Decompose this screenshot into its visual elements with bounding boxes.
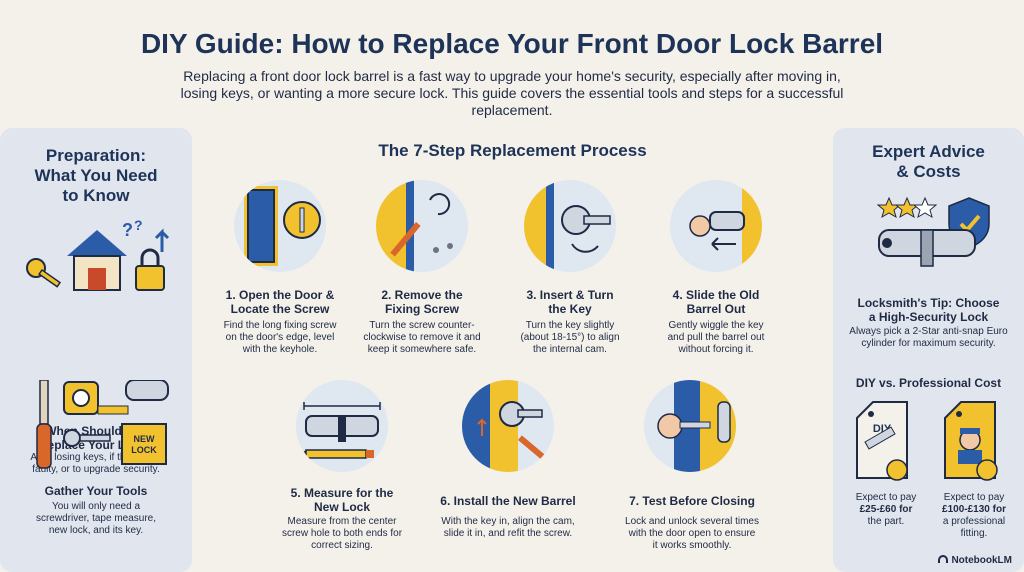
tools-icon: NEW LOCK: [36, 380, 169, 469]
expert-heading: Expert Advice & Costs: [872, 142, 985, 181]
step-4-title: 4. Slide the Old Barrel Out: [672, 288, 760, 316]
expert-panel: Expert Advice & Costs Locksmith's Tip: C…: [833, 128, 1024, 572]
step-3-desc: Turn the key slightly (about 18-15°) to …: [520, 320, 620, 355]
step-4-desc: Gently wiggle the key and pull the barre…: [667, 320, 765, 355]
pro-cost-text: Expect to pay £100-£130 for a profession…: [942, 492, 1006, 539]
svg-text:?: ?: [134, 217, 143, 233]
when-to-replace-desc: After losing keys, if the lock is faulty…: [30, 452, 162, 475]
step-5-title: 5. Measure for the New Lock: [290, 486, 394, 514]
step-7-title: 7. Test Before Closing: [629, 494, 755, 508]
step-5-illustration: [296, 380, 388, 472]
step-6-title: 6. Install the New Barrel: [440, 494, 576, 508]
step-3-illustration: [524, 180, 616, 272]
cost-title: DIY vs. Professional Cost: [855, 376, 1002, 390]
preparation-heading: Preparation: What You Need to Know: [34, 146, 158, 205]
gather-tools-title: Gather Your Tools: [44, 484, 148, 498]
svg-text:?: ?: [122, 220, 133, 240]
diy-cost-text: Expect to pay £25-£60 for the part.: [855, 492, 917, 527]
step-7-illustration: [644, 380, 736, 472]
house-lock-key-icon: ? ?: [26, 217, 170, 291]
step-2-illustration: [376, 180, 468, 272]
step-3-title: 3. Insert & Turn the Key: [526, 288, 614, 316]
page-subtitle: Replacing a front door lock barrel is a …: [180, 68, 844, 118]
step-6-illustration: [462, 380, 554, 472]
step-2-desc: Turn the screw counter- clockwise to rem…: [363, 320, 481, 355]
step-1-title: 1. Open the Door & Locate the Screw: [225, 288, 335, 316]
step-1-illustration: [234, 180, 326, 272]
price-tags-icon: DIY: [856, 401, 998, 481]
process-title: The 7-Step Replacement Process: [378, 141, 647, 160]
notebooklm-icon: [938, 555, 949, 563]
step-2-title: 2. Remove the Fixing Screw: [381, 288, 463, 316]
step-7-desc: Lock and unlock several times with the d…: [625, 516, 759, 551]
locksmith-tip-desc: Always pick a 2-Star anti-snap Euro cyli…: [849, 326, 1008, 349]
step-5-desc: Measure from the center screw hole to bo…: [281, 516, 403, 551]
high-security-cylinder-icon: [876, 196, 990, 267]
step-6-desc: With the key in, align the cam, slide it…: [441, 516, 575, 539]
step-1-desc: Find the long fixing screw on the door's…: [223, 320, 337, 355]
step-4-illustration: [670, 180, 762, 272]
box-label-new: NEW: [134, 434, 156, 444]
page-title: DIY Guide: How to Replace Your Front Doo…: [140, 28, 884, 59]
preparation-panel: Preparation: What You Need to Know ? ? W…: [0, 128, 192, 572]
brand-logo: NotebookLM: [938, 555, 1012, 566]
gather-tools-desc: You will only need a screwdriver, tape m…: [35, 501, 157, 536]
locksmith-tip-title: Locksmith's Tip: Choose a High-Security …: [857, 296, 1000, 324]
box-label-lock: LOCK: [131, 445, 157, 455]
